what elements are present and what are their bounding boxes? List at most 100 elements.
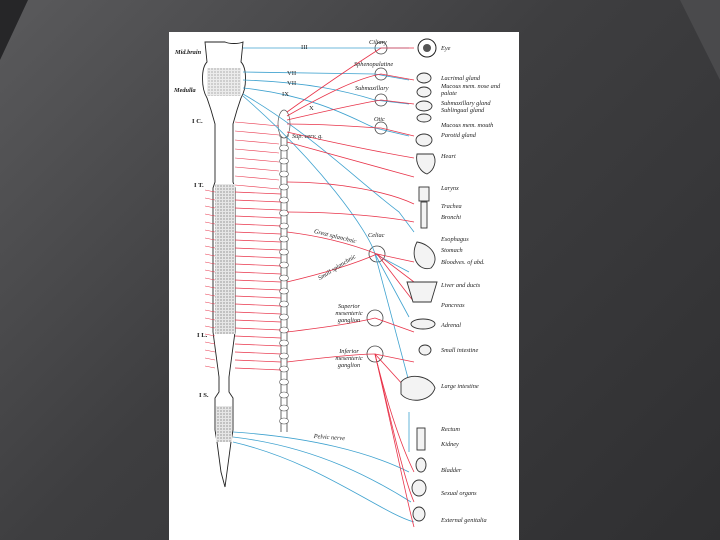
label-sacral: I S.: [199, 392, 209, 399]
white-ramus-line: [235, 320, 281, 322]
white-ramus-line: [235, 272, 281, 274]
ramus-tick: [205, 350, 215, 352]
label-celiac: Celiac: [368, 232, 384, 239]
organ-label: Eye: [441, 46, 450, 53]
organ-label: External genitalia: [441, 518, 487, 525]
organ-label: Small intestine: [441, 348, 478, 355]
sympathetic-nerve: [287, 182, 414, 204]
label-sup-mesenteric: Superior mesenteric ganglion: [329, 303, 369, 324]
bladder-organ: [412, 480, 426, 496]
white-ramus-line: [235, 224, 281, 226]
ramus-tick: [205, 342, 215, 344]
label-submaxillary: Submaxillary: [355, 85, 389, 92]
larynx-organ: [419, 187, 429, 201]
sympathetic-nerve: [287, 74, 414, 116]
organ-label: Heart: [441, 154, 456, 161]
adrenal-organ: [419, 345, 431, 355]
white-ramus-line: [235, 248, 281, 250]
organ-label: Adrenal: [441, 323, 461, 330]
eye-pupil: [423, 44, 431, 52]
label-nerve-3: III: [301, 44, 308, 51]
rectum-organ: [417, 428, 425, 450]
white-ramus-line: [235, 336, 281, 338]
white-ramus-line: [235, 312, 281, 314]
white-ramus-line: [235, 280, 281, 282]
brainstem-stipple: [207, 68, 241, 96]
white-ramus-line: [235, 200, 281, 202]
ramus-tick: [205, 366, 215, 368]
white-ramus-line: [235, 360, 281, 362]
chain-ganglion: [280, 418, 289, 424]
label-thoracic: I T.: [194, 182, 204, 189]
chain-ganglion: [280, 236, 289, 242]
organ-label: Kidney: [441, 442, 459, 449]
label-nerve-9: IX: [282, 91, 289, 98]
white-ramus-line: [235, 296, 281, 298]
organ-label: Esophagus: [441, 237, 469, 244]
chain-ganglion: [280, 405, 289, 411]
autonomic-nervous-system-figure: Mid.brain Medulla I C. I T. I L. I S. II…: [169, 32, 519, 540]
lacrimal-gland-organ: [417, 73, 431, 83]
label-sphenopalatine: Sphenopalatine: [354, 61, 393, 68]
organ-label: Large intestine: [441, 384, 479, 391]
chain-ganglion: [280, 171, 289, 177]
white-ramus-line: [235, 256, 281, 258]
white-ramus-line: [235, 216, 281, 218]
label-otic: Otic: [374, 116, 385, 123]
pancreas-organ: [411, 319, 435, 329]
organ-label: Rectum: [441, 427, 460, 434]
chain-ganglion: [280, 210, 289, 216]
parasympathetic-nerve: [233, 437, 411, 502]
white-ramus-line: [235, 208, 281, 210]
kidney-organ: [416, 458, 426, 472]
organ-label: Pancreas: [441, 303, 465, 310]
label-sup-cerv: Sup. cerv. g.: [292, 133, 323, 140]
white-ramus-line: [235, 344, 281, 346]
chain-ganglion: [280, 379, 289, 385]
submaxillary-gland-organ: [416, 101, 432, 111]
organ-label: Mucous mem. nose and palate: [441, 84, 517, 97]
label-nerve-10: X: [309, 105, 314, 112]
organ-label: Mucous mem. mouth: [441, 123, 493, 130]
chain-ganglion: [280, 392, 289, 398]
ramus-tick: [205, 358, 215, 360]
white-ramus-line: [235, 352, 281, 354]
white-ramus-line: [235, 328, 281, 330]
label-midbrain: Mid.brain: [175, 49, 201, 56]
trachea-organ: [421, 202, 427, 228]
chain-ganglion: [280, 184, 289, 190]
organ-label: Lacrimal gland: [441, 76, 480, 83]
corner-decoration-right: [660, 0, 720, 540]
sympathetic-nerve: [375, 318, 414, 332]
thoracolumbar-stipple: [215, 184, 235, 334]
white-ramus-line: [235, 288, 281, 290]
sublingual-gland-organ: [417, 114, 431, 122]
chain-ganglion: [280, 158, 289, 164]
label-nerve-7b: VII: [287, 80, 296, 87]
organ-label: Sublingual gland: [441, 108, 484, 115]
stomach-organ: [414, 242, 435, 269]
cervical-ramus-line: [235, 176, 279, 180]
parotid-gland-organ: [416, 134, 432, 146]
label-cervical: I C.: [192, 118, 203, 125]
organ-label: Stomach: [441, 248, 463, 255]
organ-label: Bronchi: [441, 215, 461, 222]
label-lumbar: I L.: [197, 332, 207, 339]
sexual-organs-organ: [413, 507, 425, 521]
chain-ganglion: [280, 145, 289, 151]
chain-ganglion: [280, 340, 289, 346]
organ-label: Bloodves. of abd.: [441, 260, 485, 267]
organ-label: Trachea: [441, 204, 462, 211]
white-ramus-line: [235, 232, 281, 234]
chain-ganglion: [280, 288, 289, 294]
organ-label: Liver and ducts: [441, 283, 480, 290]
cervical-ramus-line: [235, 131, 279, 135]
large-intestine-organ: [401, 376, 435, 400]
nose-organ: [417, 87, 431, 97]
white-ramus-line: [235, 240, 281, 242]
corner-decoration-left: [0, 0, 40, 540]
cervical-ramus-line: [235, 158, 279, 162]
parasympathetic-nerve: [233, 442, 414, 522]
organ-label: Larynx: [441, 186, 459, 193]
